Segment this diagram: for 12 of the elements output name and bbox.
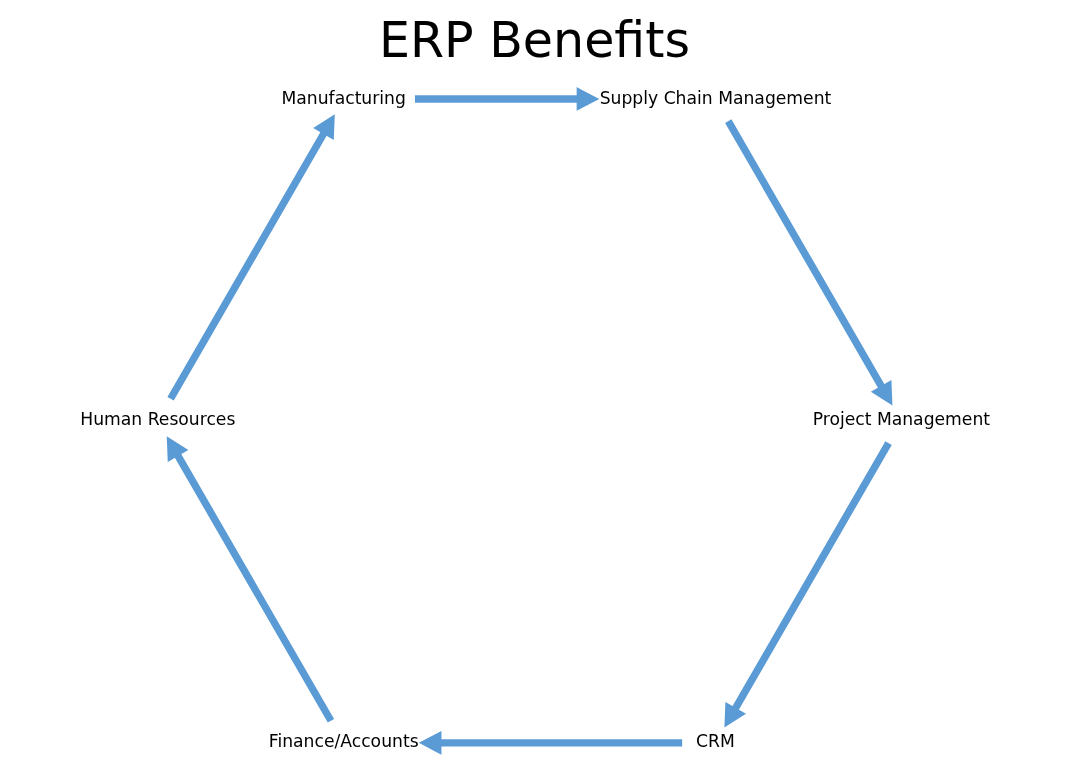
diagram-title: ERP Benefits: [378, 11, 690, 70]
arrow: [418, 731, 682, 755]
node-text: CRM: [695, 731, 735, 752]
node-text: Finance/Accounts: [268, 731, 419, 752]
arrow: [723, 441, 892, 728]
arrow: [166, 114, 335, 401]
node-text: Supply Chain Management: [599, 87, 831, 108]
node-text: Project Management: [812, 409, 990, 430]
arrow: [166, 436, 334, 723]
node-text: Manufacturing: [281, 87, 406, 108]
node-text: Human Resources: [79, 409, 235, 430]
arrow: [724, 119, 892, 406]
